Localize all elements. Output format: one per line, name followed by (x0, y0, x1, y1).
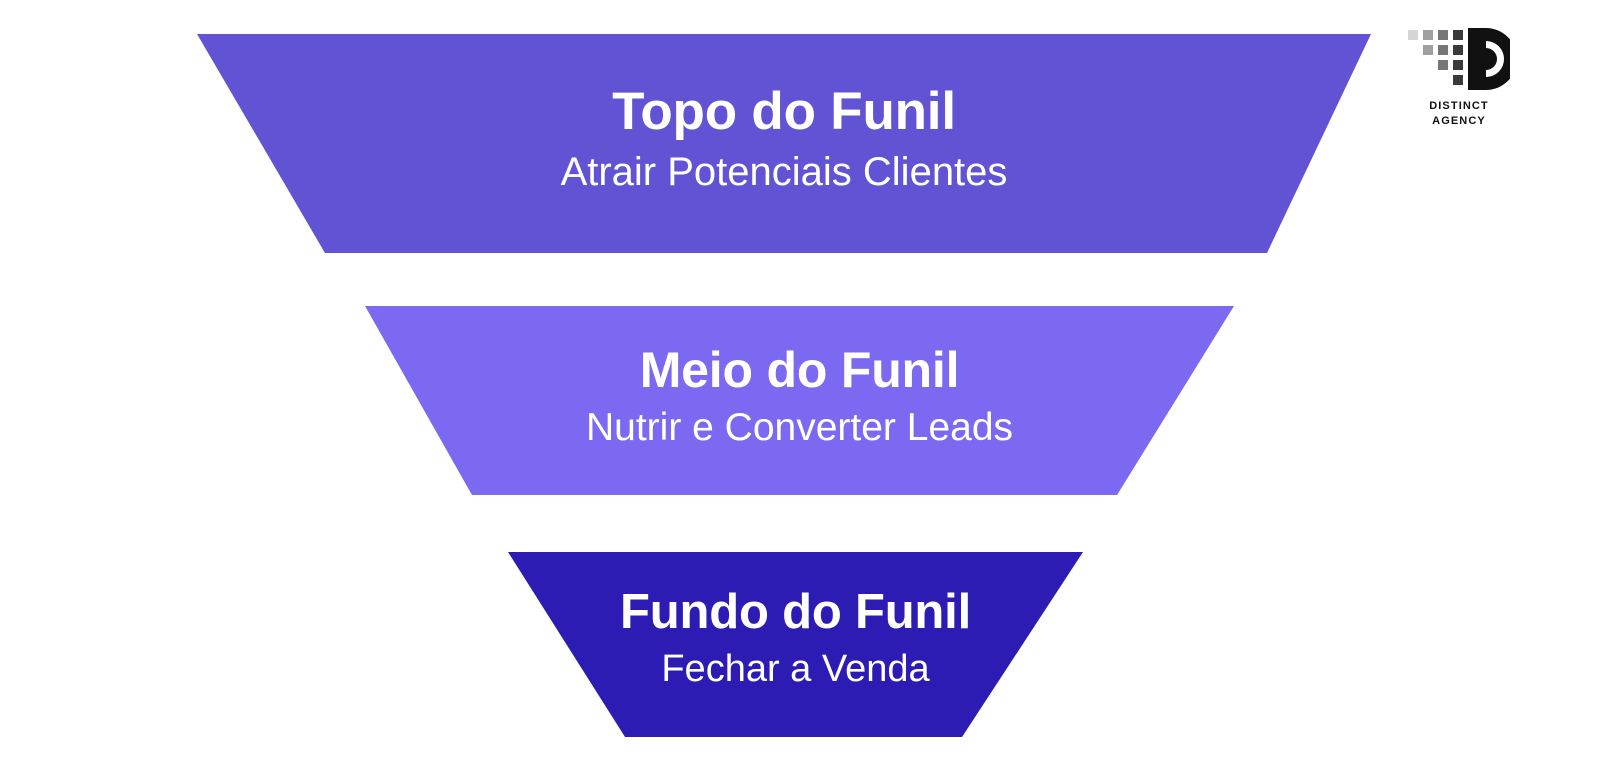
brand-logo: DISTINCT AGENCY (1404, 28, 1514, 140)
funnel-stage-top-subtitle: Atrair Potenciais Clientes (560, 150, 1008, 195)
funnel-stage-top-title: Topo do Funil (612, 81, 956, 141)
funnel-stage-top[interactable]: Topo do Funil Atrair Potenciais Clientes (197, 34, 1371, 253)
funnel-stage-middle-subtitle: Nutrir e Converter Leads (585, 405, 1014, 449)
funnel-stage-middle-title: Meio do Funil (639, 342, 960, 399)
funnel-stage-bottom-subtitle: Fechar a Venda (661, 647, 930, 690)
logo-wordmark-line2: AGENCY (1432, 114, 1486, 127)
funnel-stage-bottom-title: Fundo do Funil (620, 585, 971, 640)
logo-wordmark-line1: DISTINCT (1429, 100, 1489, 112)
funnel-stage-bottom[interactable]: Fundo do Funil Fechar a Venda (508, 552, 1083, 737)
pixel-grid-icon (1408, 30, 1478, 85)
funnel-stage-middle[interactable]: Meio do Funil Nutrir e Converter Leads (365, 306, 1234, 495)
logo-wordmark: DISTINCT AGENCY (1404, 99, 1514, 128)
logo-mark (1408, 28, 1510, 90)
letter-d-icon (1468, 28, 1510, 90)
